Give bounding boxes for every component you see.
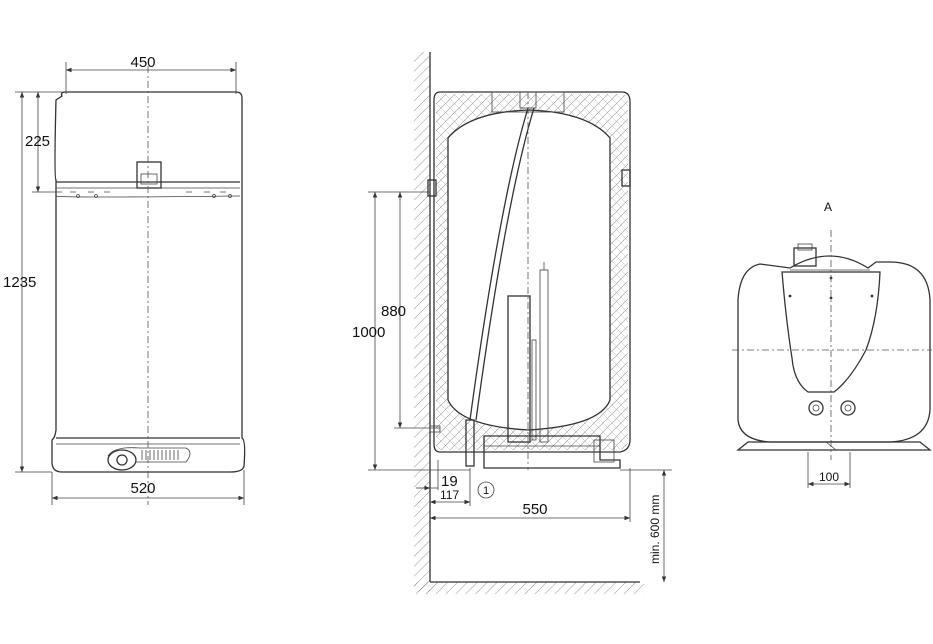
dim-offset-19: 19 [441, 473, 458, 490]
dim-top-section: 225 [25, 133, 50, 150]
dim-total-height: 1235 [3, 274, 36, 291]
dim-height-1000: 1000 [352, 324, 385, 341]
dim-pipe-spacing: 100 [819, 470, 839, 484]
floor-hatch [414, 582, 644, 594]
dim-bottom-width: 520 [130, 480, 155, 497]
side-outer-shell [433, 91, 631, 453]
control-display [136, 161, 162, 189]
side-view: 1000 880 19 117 1 550 min. 600 mm [352, 52, 672, 594]
front-body-outline [51, 91, 246, 473]
view-a-body [737, 255, 931, 443]
inner-tank [447, 109, 611, 431]
view-a: A 100 [732, 200, 932, 488]
dim-depth: 550 [522, 501, 547, 518]
callout-number: 1 [483, 485, 489, 497]
dim-height-880: 880 [381, 303, 406, 320]
wall-hatch [414, 52, 430, 592]
view-label: A [824, 200, 832, 214]
dim-offset-117: 117 [440, 488, 459, 502]
front-view: 450 520 1235 225 [3, 54, 246, 505]
dim-clearance: min. 600 mm [648, 495, 662, 564]
dim-top-width: 450 [130, 54, 155, 71]
bottom-connection [107, 449, 137, 471]
